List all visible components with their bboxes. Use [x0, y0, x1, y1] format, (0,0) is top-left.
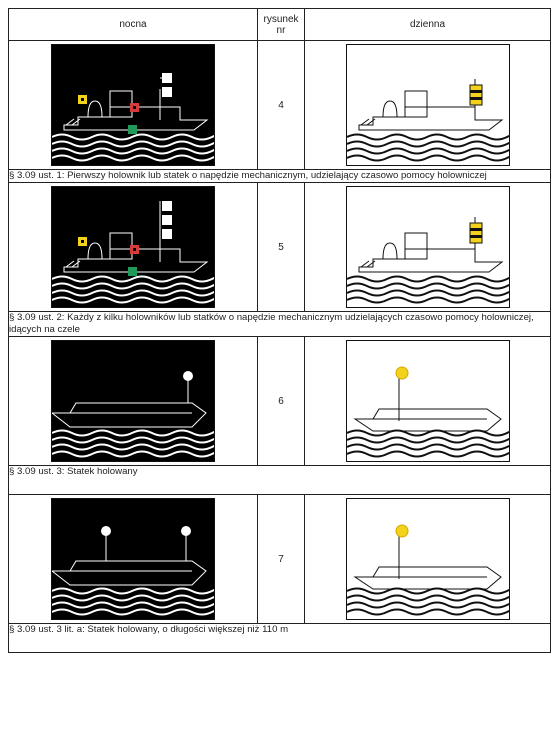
day-towed-vessel-image — [345, 340, 510, 462]
night-illustration-cell — [8, 494, 258, 624]
header-night: nocna — [8, 8, 258, 41]
yellow-ball-day-signal-icon — [346, 366, 509, 458]
day-tug-cylinder-image — [345, 186, 510, 308]
caption-text: § 3.09 ust. 2: Każdy z kilku holowników … — [8, 311, 551, 337]
figure-number: 4 — [257, 40, 305, 170]
day-illustration-cell — [304, 336, 551, 466]
table-row: 4 — [8, 40, 551, 170]
night-illustration-cell — [8, 336, 258, 466]
figure-number: 5 — [257, 182, 305, 312]
long-towed-vessel-two-white-lights-icon — [52, 526, 214, 616]
table-row: 6 — [8, 336, 551, 466]
day-illustration-cell — [304, 494, 551, 624]
caption-row: § 3.09 ust. 2: Każdy z kilku holowników … — [8, 311, 551, 337]
tug-two-white-masthead-lights-icon — [52, 73, 214, 162]
table-header-row: nocna rysunek nr dzienna — [8, 8, 551, 41]
night-towed-vessel-image — [51, 340, 215, 462]
day-illustration-cell — [304, 182, 551, 312]
caption-row: § 3.09 ust. 1: Pierwszy holownik lub sta… — [8, 169, 551, 183]
table-row: 5 — [8, 182, 551, 312]
caption-row: § 3.09 ust. 3 lit. a: Statek holowany, o… — [8, 623, 551, 653]
yellow-ball-day-signal-icon — [346, 524, 509, 616]
figure-number: 7 — [257, 494, 305, 624]
yellow-black-cylinder-day-signal-icon — [346, 79, 509, 162]
header-figure-number: rysunek nr — [257, 8, 305, 41]
towed-vessel-white-light-icon — [52, 371, 214, 458]
figure-number: 6 — [257, 336, 305, 466]
table-row: 7 — [8, 494, 551, 624]
caption-text: § 3.09 ust. 3: Statek holowany — [8, 465, 551, 495]
day-long-towed-vessel-image — [345, 498, 510, 620]
yellow-black-cylinder-day-signal-icon — [346, 217, 509, 304]
night-long-towed-vessel-image — [51, 498, 215, 620]
caption-text: § 3.09 ust. 3 lit. a: Statek holowany, o… — [8, 623, 551, 653]
caption-row: § 3.09 ust. 3: Statek holowany — [8, 465, 551, 495]
day-illustration-cell — [304, 40, 551, 170]
night-tug-two-lights-image — [51, 44, 215, 166]
day-tug-cylinder-image — [345, 44, 510, 166]
caption-text: § 3.09 ust. 1: Pierwszy holownik lub sta… — [8, 169, 551, 183]
night-illustration-cell — [8, 40, 258, 170]
signal-table-sheet: nocna rysunek nr dzienna — [8, 8, 551, 653]
night-tug-three-lights-image — [51, 186, 215, 308]
signal-table: nocna rysunek nr dzienna — [8, 8, 551, 653]
tug-three-white-masthead-lights-icon — [52, 201, 214, 304]
header-day: dzienna — [304, 8, 551, 41]
night-illustration-cell — [8, 182, 258, 312]
